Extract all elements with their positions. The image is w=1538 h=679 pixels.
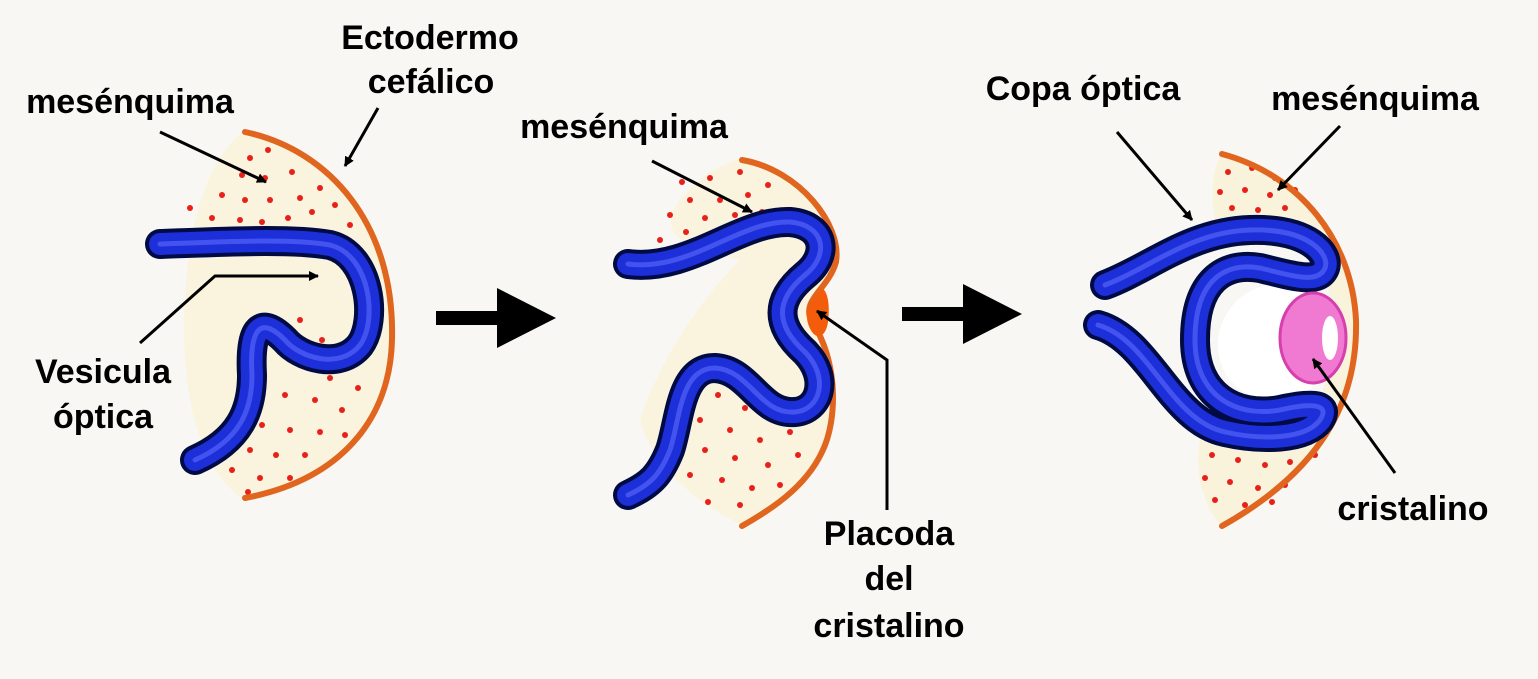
- label-vesicula-optica: óptica: [53, 398, 154, 436]
- label-cristalino: cristalino: [1337, 490, 1488, 528]
- label-vesicula: Vesicula: [35, 353, 172, 391]
- optic-cup-tube: [1083, 214, 1341, 452]
- stage-3-optic-cup: [1083, 151, 1360, 529]
- pointer-cristalino: [1311, 358, 1397, 474]
- optic-vesicle-tube: [145, 226, 385, 475]
- pointer-copa-optica: [1115, 131, 1194, 221]
- pointer-placoda: [816, 309, 889, 510]
- stage-2-lens-placode: [613, 157, 840, 529]
- pointer-lines: [139, 107, 1397, 510]
- pointer-mesenquima-1: [159, 130, 267, 184]
- pointer-vesicula: [139, 271, 319, 345]
- text-labels: mesénquima Ectodermo cefálico Vesicula ó…: [26, 19, 1489, 645]
- label-mesenquima-2: mesénquima: [520, 108, 729, 146]
- label-mesenquima-1: mesénquima: [26, 83, 235, 121]
- label-ectodermo: Ectodermo: [341, 19, 519, 57]
- cephalic-ectoderm-1: [242, 129, 396, 501]
- pointer-mesenquima-3: [1276, 124, 1342, 192]
- label-cefalico: cefálico: [368, 63, 495, 101]
- label-placoda-del: del: [864, 560, 913, 598]
- pointer-ectodermo: [343, 107, 380, 167]
- pointer-mesenquima-2: [651, 159, 753, 214]
- label-mesenquima-3: mesénquima: [1271, 80, 1480, 118]
- label-copa-optica: Copa óptica: [986, 70, 1182, 108]
- label-placoda: Placoda: [824, 515, 955, 553]
- optic-tube-stage-2: [613, 207, 836, 510]
- process-arrow-1: [436, 288, 556, 348]
- label-placoda-cristalino: cristalino: [813, 607, 964, 645]
- lens-cristalino: [1278, 291, 1348, 385]
- process-arrow-2: [902, 284, 1022, 344]
- cephalic-ectoderm-3: [1219, 151, 1360, 529]
- stage-1-optic-vesicle: [145, 129, 396, 501]
